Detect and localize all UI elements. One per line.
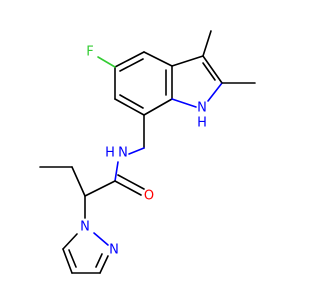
carbonyl-oxygen-label: O xyxy=(144,189,154,204)
bond-c5-n1 xyxy=(62,233,78,250)
pyrazole-n2-label: N xyxy=(109,243,119,258)
bond-n2-c3 xyxy=(99,255,109,274)
bond-co-o-inner xyxy=(117,174,145,190)
bond-ch2-nh xyxy=(128,147,145,155)
atom-labels: F N H N H O N N xyxy=(80,45,207,258)
pyrazole-n1-label: N xyxy=(80,220,90,235)
fluorine-label: F xyxy=(86,45,93,60)
bond-c3-c2-inner xyxy=(202,62,216,81)
bond-c7-c7a xyxy=(143,98,173,116)
bond-n1-c7a xyxy=(171,98,197,108)
amide-hydrogen-label: H xyxy=(105,146,115,161)
bond-calpha-ch2 xyxy=(71,166,86,197)
bond-c3a-c3 xyxy=(171,55,204,67)
bond-co-o xyxy=(114,180,142,196)
bonds xyxy=(39,30,256,274)
amide-nitrogen-label: N xyxy=(118,146,128,161)
bond-n2-c3-inner xyxy=(95,253,103,268)
indole-hydrogen-label: H xyxy=(197,116,207,131)
molecule-structure: F N H N H O N N xyxy=(39,30,256,274)
indole-nitrogen-label: N xyxy=(197,101,207,116)
bond-c3-methyl xyxy=(202,30,212,57)
bond-c3-c2 xyxy=(202,55,223,84)
bond-c6-c7-inner xyxy=(119,94,144,109)
bond-c4-c5 xyxy=(114,51,145,68)
bond-c4-c5 xyxy=(62,248,73,274)
bond-c4-c5-inner xyxy=(68,249,77,268)
bond-co-calpha xyxy=(84,180,116,197)
bond-c6-c7 xyxy=(114,98,145,116)
bond-c3a-c4 xyxy=(143,51,173,67)
bond-c4-c5-inner xyxy=(119,58,144,72)
bond-nh-co xyxy=(114,161,119,182)
bond-c2-n1 xyxy=(207,82,223,102)
bond-c5-f xyxy=(97,56,116,68)
bond-n1-n2 xyxy=(93,232,109,246)
